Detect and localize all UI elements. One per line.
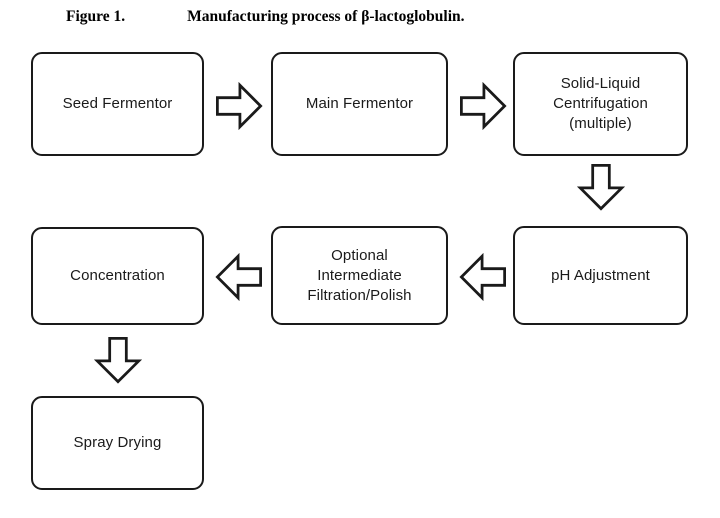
node-solid-liquid-centrifugation[interactable]: Solid-Liquid Centrifugation (multiple) (513, 52, 688, 156)
arrow-down-centrifugation-to-ph (576, 164, 626, 211)
node-optional-filtration[interactable]: Optional Intermediate Filtration/Polish (271, 226, 448, 325)
node-main-fermentor[interactable]: Main Fermentor (271, 52, 448, 156)
figure-caption-label: Figure 1. (66, 8, 126, 25)
arrow-right-seed-to-main (216, 81, 263, 131)
node-spray-drying[interactable]: Spray Drying (31, 396, 204, 490)
arrow-left-ph-to-filtration (459, 252, 506, 302)
node-concentration[interactable]: Concentration (31, 227, 204, 325)
figure-caption: Figure 1. Manufacturing process of β-lact… (66, 6, 666, 30)
arrow-left-filtration-to-concentration (215, 252, 262, 302)
arrow-right-main-to-centrifugation (460, 81, 507, 131)
node-seed-fermentor[interactable]: Seed Fermentor (31, 52, 204, 156)
figure-caption-text: Manufacturing process of β-lactoglobulin… (187, 8, 465, 25)
node-ph-adjustment[interactable]: pH Adjustment (513, 226, 688, 325)
arrow-down-concentration-to-spray-drying (93, 337, 143, 384)
